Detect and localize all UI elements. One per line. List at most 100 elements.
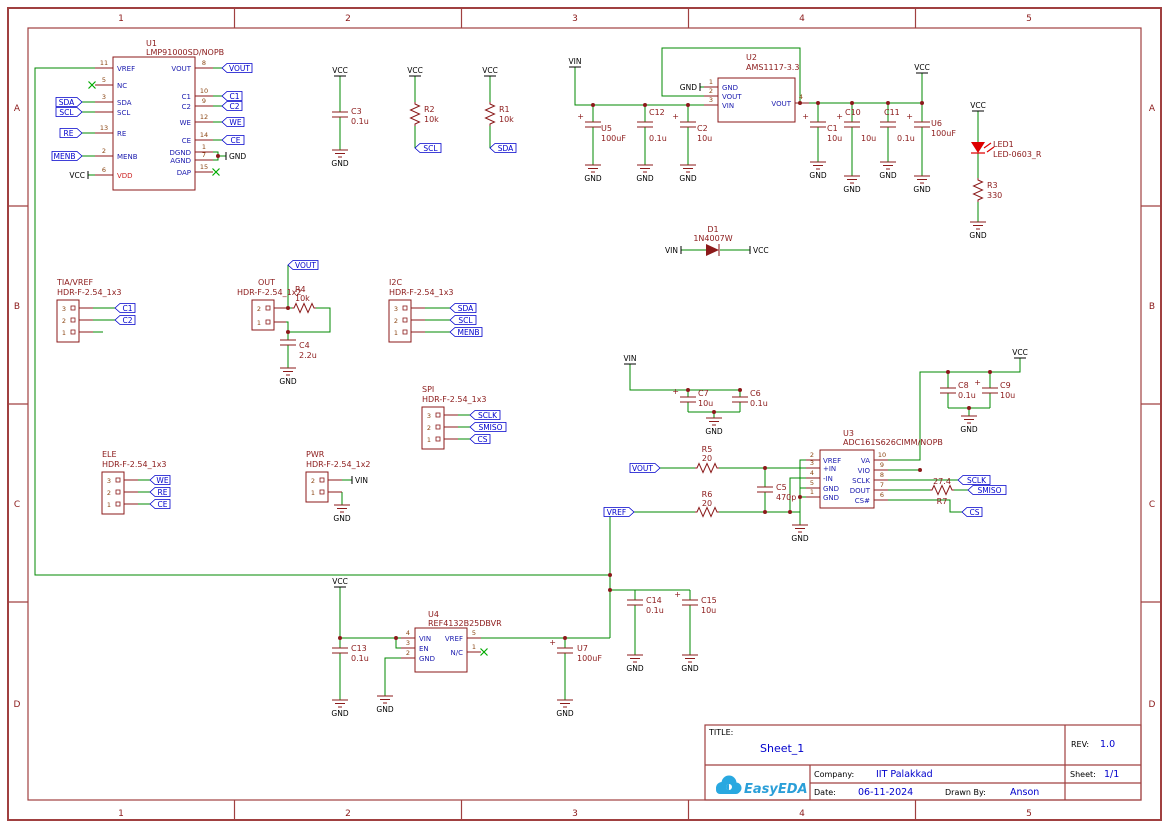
gnd-flag[interactable]: GND — [225, 152, 246, 161]
component-c5[interactable]: C5 470p — [757, 483, 796, 502]
net-flag-c2-u1[interactable]: C2 — [221, 101, 243, 112]
component-hdr-i2c[interactable]: I2C HDR-F-2.54_1x3 3 2 1 — [388, 278, 454, 343]
rev-value[interactable]: 1.0 — [1100, 739, 1115, 750]
net-flag-re-ele[interactable]: RE — [149, 487, 171, 498]
net-flag-we-ele[interactable]: WE — [149, 475, 171, 486]
component-c15[interactable]: + C15 10u — [674, 590, 716, 615]
gnd-symbol[interactable]: GND — [913, 175, 931, 194]
component-r6[interactable]: R6 20 — [694, 490, 720, 517]
component-u4-ref4132[interactable]: U4 REF4132B25DBVR 4 3 2 VIN EN GND 5 1 V… — [401, 610, 502, 673]
net-flag-c1-tia[interactable]: C1 — [114, 303, 136, 314]
component-c6[interactable]: C6 0.1u — [732, 389, 768, 408]
net-flag-we-u1[interactable]: WE — [221, 117, 245, 128]
gnd-symbol[interactable]: GND — [333, 504, 351, 523]
gnd-symbol[interactable]: GND — [331, 149, 349, 168]
vcc-flag[interactable]: VCC — [332, 66, 348, 77]
component-c9[interactable]: + C9 10u — [974, 378, 1015, 400]
component-d1[interactable]: D1 1N4007W — [693, 225, 733, 256]
component-c12[interactable]: C12 0.1u — [637, 108, 667, 143]
gnd-symbol[interactable]: GND — [626, 654, 644, 673]
gnd-symbol[interactable]: GND — [969, 221, 987, 240]
component-led1[interactable]: LED1 LED-0603_R — [971, 140, 1042, 159]
wire-power-rail[interactable] — [574, 47, 979, 251]
component-c10[interactable]: + C10 10u — [836, 108, 876, 143]
component-c13[interactable]: C13 0.1u — [332, 644, 369, 663]
net-flag-sda-i2c[interactable]: SDA — [449, 303, 477, 314]
component-u7[interactable]: + U7 100uF — [549, 638, 602, 663]
gnd-symbol[interactable]: GND — [584, 164, 602, 183]
component-u1-lmp91000[interactable]: U1 LMP91000SD/NOPB 11 5 3 13 2 6 VREF NC… — [87, 39, 225, 191]
vcc-flag[interactable]: VCC — [970, 101, 986, 112]
wire-adc[interactable] — [609, 358, 1021, 638]
net-flag-smiso-spi[interactable]: SMISO — [469, 422, 507, 433]
gnd-symbol[interactable]: GND — [843, 175, 861, 194]
net-flag-vout-u1[interactable]: VOUT — [221, 63, 253, 74]
net-flag-scl-u1[interactable]: SCL — [55, 107, 83, 118]
vcc-flag[interactable]: VCC — [407, 66, 423, 77]
component-r5[interactable]: R5 20 — [694, 445, 720, 473]
net-flag-vout-adc[interactable]: VOUT — [629, 463, 661, 474]
date-value[interactable]: 06-11-2024 — [858, 787, 913, 798]
net-flag-cs-spi[interactable]: CS — [469, 434, 491, 445]
vcc-flag[interactable]: VCC — [1012, 348, 1028, 359]
net-flag-sda-u1[interactable]: SDA — [55, 97, 83, 108]
net-flag-scl-i2c[interactable]: SCL — [449, 315, 477, 326]
component-c7[interactable]: + C7 10u — [672, 387, 713, 408]
sheet-title[interactable]: Sheet_1 — [760, 742, 804, 755]
vin-flag[interactable]: VIN — [624, 354, 637, 365]
wire-headers[interactable] — [93, 265, 470, 505]
component-hdr-spi[interactable]: SPI HDR-F-2.54_1x3 3 2 1 — [421, 385, 487, 450]
gnd-symbol[interactable]: GND — [636, 164, 654, 183]
component-c11[interactable]: C11 0.1u — [880, 108, 915, 143]
gnd-symbol[interactable]: GND — [705, 417, 723, 436]
gnd-symbol[interactable]: GND — [331, 699, 349, 718]
net-flag-menb-i2c[interactable]: MENB — [449, 327, 483, 338]
component-hdr-out[interactable]: OUT HDR-F-2.54_1x2 2 1 — [237, 278, 302, 331]
wire-pullups[interactable] — [339, 76, 491, 150]
net-flag-sclk-spi[interactable]: SCLK — [469, 410, 501, 421]
component-u5[interactable]: + U5 100uF — [577, 112, 626, 143]
component-hdr-pwr[interactable]: PWR HDR-F-2.54_1x2 2 1 — [305, 450, 371, 503]
vcc-flag[interactable]: VCC — [914, 63, 930, 74]
gnd-symbol[interactable]: GND — [279, 367, 297, 386]
wire-vref[interactable] — [339, 587, 691, 700]
component-c14[interactable]: C14 0.1u — [627, 596, 664, 615]
net-flag-cs-adc[interactable]: CS — [961, 507, 983, 518]
component-c4[interactable]: C4 2.2u — [280, 339, 317, 360]
component-r2[interactable]: R2 10k — [410, 101, 440, 127]
gnd-symbol[interactable]: GND — [809, 161, 827, 180]
net-flag-re-u1[interactable]: RE — [59, 128, 83, 139]
drawn-by-value[interactable]: Anson — [1010, 787, 1039, 798]
sheet-value[interactable]: 1/1 — [1104, 769, 1119, 780]
vcc-flag[interactable]: VCC — [332, 577, 348, 588]
vin-flag[interactable]: VIN — [665, 246, 682, 255]
gnd-symbol[interactable]: GND — [879, 161, 897, 180]
vcc-flag[interactable]: VCC — [69, 171, 89, 180]
vin-flag[interactable]: VIN — [351, 476, 368, 485]
component-c3[interactable]: C3 0.1u — [332, 107, 369, 126]
net-flag-menb-u1[interactable]: MENB — [51, 151, 83, 162]
net-flag-vref-adc[interactable]: VREF — [603, 507, 635, 518]
net-flag-smiso-adc[interactable]: SMISO — [967, 485, 1007, 496]
component-c2-power[interactable]: + C2 10u — [672, 112, 712, 143]
component-r4[interactable]: R4 10k — [291, 285, 317, 313]
component-c1-power[interactable]: + C1 10u — [802, 112, 842, 143]
component-hdr-tia[interactable]: TIA/VREF HDR-F-2.54_1x3 3 2 1 — [56, 278, 122, 343]
net-flag-vout-out[interactable]: VOUT — [287, 260, 319, 271]
wires[interactable] — [34, 47, 1021, 700]
net-flag-sda-r1[interactable]: SDA — [489, 143, 517, 154]
net-flag-c2-tia[interactable]: C2 — [114, 315, 136, 326]
vin-flag[interactable]: VIN — [569, 57, 582, 68]
component-hdr-ele[interactable]: ELE HDR-F-2.54_1x3 3 2 1 — [101, 450, 167, 515]
net-flag-ce-u1[interactable]: CE — [221, 135, 245, 146]
net-flag-c1-u1[interactable]: C1 — [221, 91, 243, 102]
component-r3[interactable]: R3 330 — [973, 177, 1003, 203]
net-flag-sclk-adc[interactable]: SCLK — [957, 475, 991, 486]
component-u6[interactable]: + U6 100uF — [906, 112, 956, 138]
vcc-flag[interactable]: VCC — [749, 246, 769, 255]
component-r1[interactable]: R1 10k — [485, 101, 515, 127]
component-c8[interactable]: C8 0.1u — [940, 381, 976, 400]
net-flag-scl-r2[interactable]: SCL — [414, 143, 442, 154]
gnd-symbol[interactable]: GND — [679, 164, 697, 183]
